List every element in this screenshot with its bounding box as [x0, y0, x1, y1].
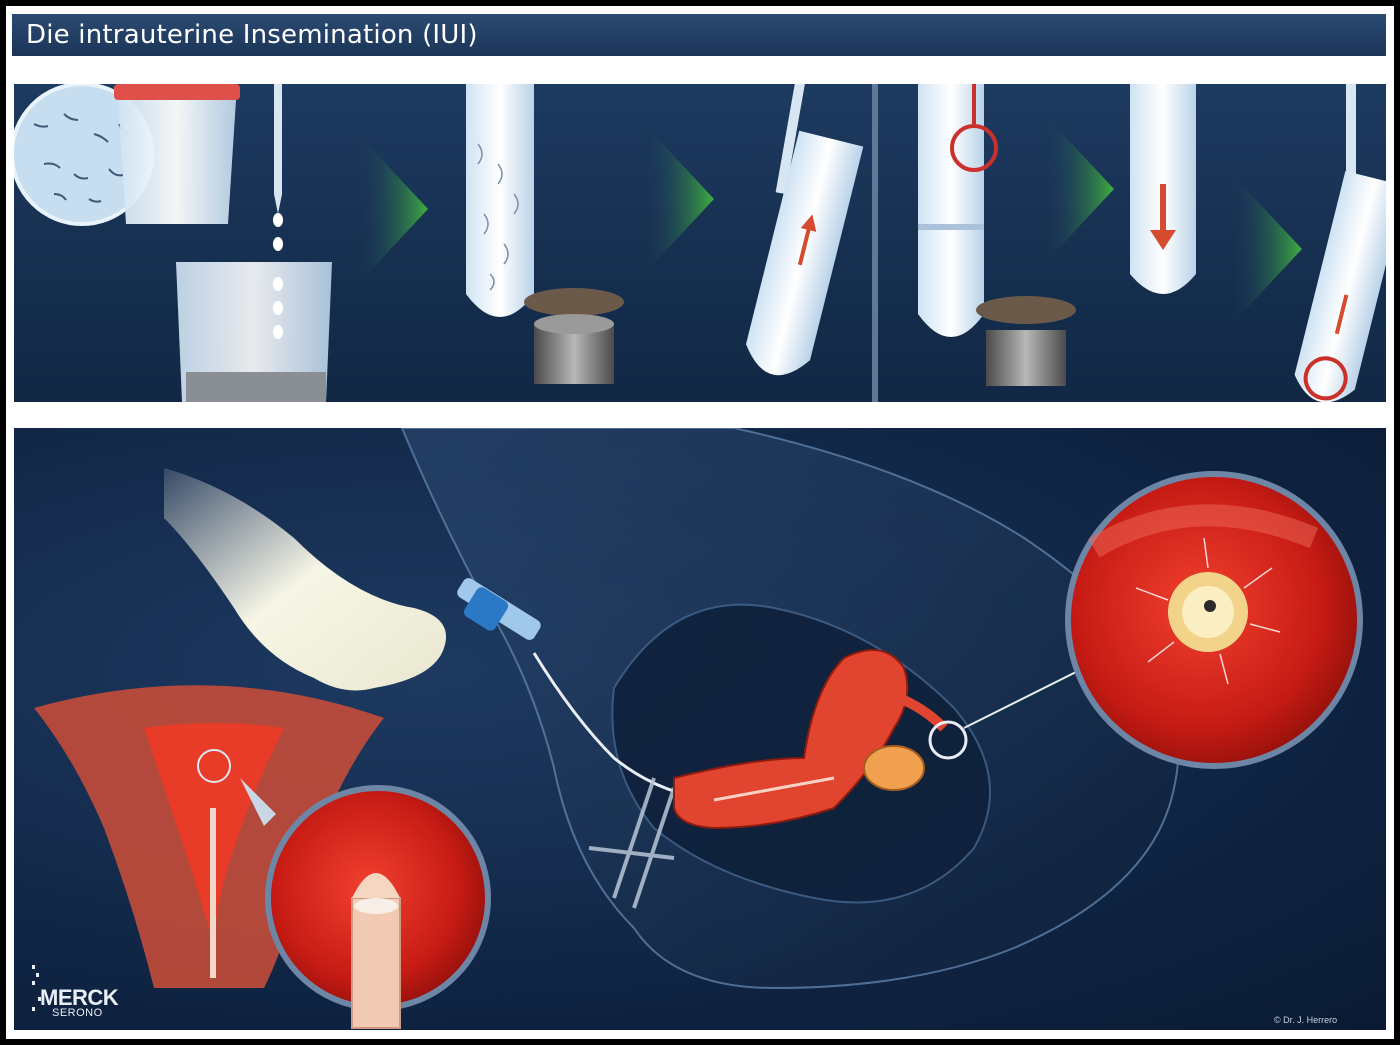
- procedure-panel: [14, 428, 1386, 1030]
- test-tube-icon: [1130, 84, 1196, 294]
- specimen-cup-icon: [114, 84, 240, 224]
- centrifuge-icon: [976, 296, 1076, 386]
- logo-sub-text: SERONO: [52, 1007, 103, 1019]
- dropper-icon: [273, 84, 283, 251]
- title-bar: Die intrauterine Insemination (IUI): [12, 14, 1386, 56]
- test-tube-icon: [1290, 171, 1386, 402]
- pipette-icon: [1346, 84, 1356, 184]
- catheter-tip-icon: [352, 898, 400, 1028]
- panel-divider: [872, 84, 878, 402]
- test-tube-icon: [918, 84, 996, 337]
- test-tube-icon: [466, 84, 534, 317]
- centrifuge-icon: [524, 288, 624, 384]
- process-arrow-icon: [1232, 174, 1302, 324]
- copyright-text: © Dr. J. Herrero: [1274, 1015, 1337, 1025]
- gloved-hand-icon: [164, 468, 446, 690]
- process-arrow-icon: [1044, 114, 1114, 264]
- egg-cell-icon: [1168, 572, 1248, 652]
- process-arrow-icon: [644, 124, 714, 274]
- test-tube-icon: [740, 131, 863, 383]
- catheter-icon: [210, 808, 216, 978]
- egg-magnifier: [1068, 474, 1360, 766]
- beaker-icon: [176, 262, 332, 402]
- preparation-steps-panel: [14, 84, 1386, 402]
- ovary-icon: [864, 746, 924, 790]
- process-arrow-icon: [358, 134, 428, 284]
- page-title: Die intrauterine Insemination (IUI): [26, 20, 478, 50]
